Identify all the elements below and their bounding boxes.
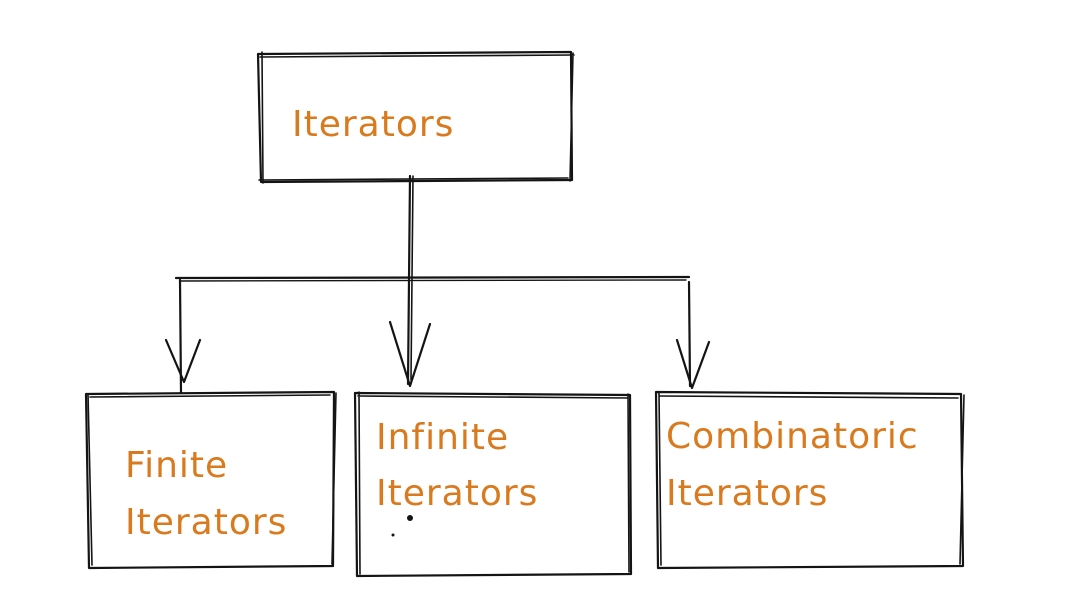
combinatoric-label-line1: Combinatoric — [666, 416, 919, 457]
infinite-label-line1: Infinite — [376, 417, 509, 458]
combinatoric-box — [654, 390, 965, 570]
horizontal-connector — [174, 275, 691, 282]
root-box — [256, 50, 575, 184]
ink-dot — [391, 533, 395, 537]
finite-label-line1: Finite — [125, 445, 228, 486]
arrow-to-combinatoric — [675, 280, 711, 390]
combinatoric-label-line2: Iterators — [666, 473, 828, 514]
arrow-to-infinite — [388, 320, 432, 388]
finite-box — [84, 390, 337, 570]
finite-label-line2: Iterators — [125, 502, 287, 543]
ink-dot — [407, 515, 413, 521]
root-label: Iterators — [292, 104, 454, 145]
infinite-label-line2: Iterators — [376, 473, 538, 514]
arrow-to-finite — [164, 278, 202, 394]
infinite-box — [353, 391, 633, 578]
